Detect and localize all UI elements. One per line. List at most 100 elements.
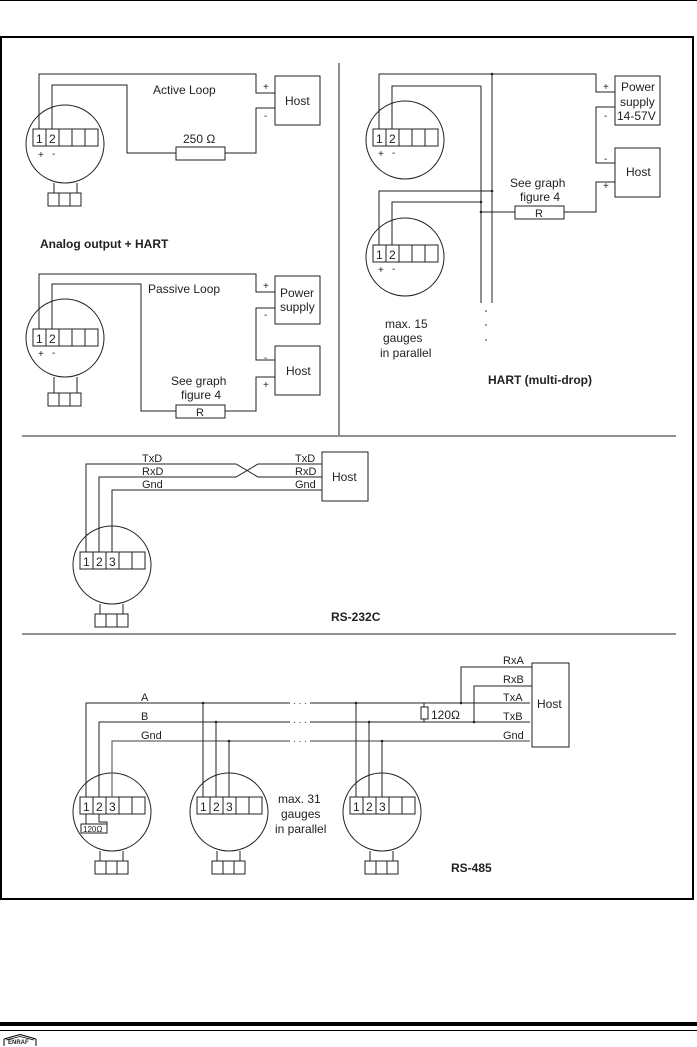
- analog-output-caption: Analog output + HART: [40, 237, 169, 251]
- terminal-label: 2: [96, 800, 103, 814]
- wire-rxa: [460, 666, 532, 703]
- polarity-label: -: [52, 348, 55, 359]
- host-label: Host: [332, 470, 357, 484]
- terminator-label: 120Ω: [431, 708, 460, 722]
- resistor-label: 250 Ω: [183, 132, 215, 146]
- rs232-diagram: 1 2 3 TxD RxD Gnd TxD RxD Gnd Host RS-23…: [72, 451, 381, 628]
- wire-rxd: [98, 463, 322, 552]
- wire-rxb: [473, 685, 532, 722]
- host-label: Host: [626, 165, 651, 179]
- page-top-rule: [0, 0, 697, 1]
- polarity-label: -: [264, 353, 267, 364]
- host-box: [274, 345, 321, 396]
- wire-return: [225, 107, 275, 154]
- host-box: [321, 451, 369, 502]
- terminal-label: 1: [376, 248, 383, 262]
- signal-label: B: [141, 711, 148, 723]
- terminal-label: 2: [389, 248, 396, 262]
- signal-label: RxD: [142, 466, 163, 478]
- polarity-label: +: [603, 82, 609, 93]
- terminal-label: 2: [96, 555, 103, 569]
- signal-label: A: [141, 692, 149, 704]
- signal-label: RxD: [295, 466, 316, 478]
- wire-plus: [38, 273, 275, 329]
- terminal-label: 3: [109, 555, 116, 569]
- continuation-dots: · · ·: [293, 717, 307, 727]
- see-graph-note: See graph: [171, 374, 226, 388]
- signal-label: TxD: [295, 453, 315, 465]
- gauge-icon: 1 2 + -: [365, 100, 445, 180]
- polarity-label: -: [392, 148, 395, 159]
- hart-multidrop-caption: HART (multi-drop): [488, 373, 592, 387]
- signal-label: RxA: [503, 655, 524, 667]
- max-gauges-note: gauges: [281, 807, 320, 821]
- figure-frame: [0, 36, 694, 900]
- terminal-label: 1: [83, 555, 90, 569]
- footer-rule-thick: [0, 1022, 697, 1026]
- terminal-label: 1: [83, 800, 90, 814]
- polarity-label: +: [263, 380, 269, 391]
- polarity-label: +: [38, 349, 44, 360]
- polarity-label: -: [392, 264, 395, 275]
- resistor-label: R: [535, 208, 543, 220]
- active-loop-title: Active Loop: [153, 83, 216, 97]
- signal-label: Gnd: [142, 479, 163, 491]
- resistor-icon: [514, 205, 565, 220]
- host-box: [274, 75, 321, 126]
- signal-label: TxA: [503, 692, 523, 704]
- see-graph-note: See graph: [510, 176, 565, 190]
- gauge-icon: 1 2 3 120Ω: [72, 772, 152, 875]
- polarity-label: +: [263, 281, 269, 292]
- terminal-label: 1: [353, 800, 360, 814]
- terminator-resistor-icon: [80, 823, 108, 834]
- polarity-label: -: [52, 149, 55, 160]
- max-gauges-note: in parallel: [275, 822, 326, 836]
- max-gauges-note: max. 31: [278, 792, 321, 806]
- wire-txd: [85, 463, 322, 552]
- polarity-label: +: [263, 82, 269, 93]
- wire-ps-host: [255, 307, 275, 361]
- polarity-label: +: [378, 265, 384, 276]
- power-supply-box: [274, 275, 321, 325]
- resistor-icon: [175, 404, 226, 419]
- host-box: [531, 662, 570, 748]
- max-gauges-note: max. 15: [385, 317, 428, 331]
- host-label: Host: [537, 697, 562, 711]
- terminal-label: 2: [366, 800, 373, 814]
- terminal-label: 2: [49, 332, 56, 346]
- power-supply-label: Power: [621, 80, 655, 94]
- polarity-label: -: [604, 154, 607, 165]
- bus-b: [98, 721, 290, 797]
- polarity-label: +: [378, 149, 384, 160]
- power-supply-label: 14-57V: [617, 109, 656, 123]
- polarity-label: -: [264, 310, 267, 321]
- active-loop-diagram: 1 2 + - 250 Ω Active Loop Host + -: [25, 73, 321, 207]
- passive-loop-title: Passive Loop: [148, 282, 220, 296]
- host-label: Host: [285, 94, 310, 108]
- enraf-logo-icon: ENRAF: [3, 1034, 37, 1046]
- gauge-icon: 1 2 + -: [365, 217, 445, 297]
- wire-gnd: [111, 489, 322, 552]
- wire-plus: [38, 73, 275, 129]
- wire-minus: [51, 283, 176, 412]
- polarity-label: -: [604, 111, 607, 122]
- signal-label: TxD: [142, 453, 162, 465]
- gauge-icon: 1 2 3: [342, 772, 422, 875]
- gauge-icon: 1 2 3: [72, 525, 152, 628]
- power-supply-label: Power: [280, 286, 314, 300]
- hart-multidrop-diagram: 1 2 + - 1 2 + - R See graph figur: [365, 72, 661, 387]
- terminal-label: 1: [200, 800, 207, 814]
- signal-label: TxB: [503, 711, 523, 723]
- continuation-dots: · · ·: [293, 736, 307, 746]
- terminal-label: 1: [36, 332, 43, 346]
- host-box: [614, 147, 661, 198]
- terminal-label: 3: [379, 800, 386, 814]
- terminal-label: 3: [109, 800, 116, 814]
- power-supply-box: [614, 75, 661, 126]
- signal-label: Gnd: [295, 479, 316, 491]
- see-graph-note: figure 4: [181, 388, 221, 402]
- footer-rule-thin: [0, 1030, 697, 1031]
- resistor-label: R: [196, 407, 204, 419]
- resistor-icon: [175, 146, 226, 161]
